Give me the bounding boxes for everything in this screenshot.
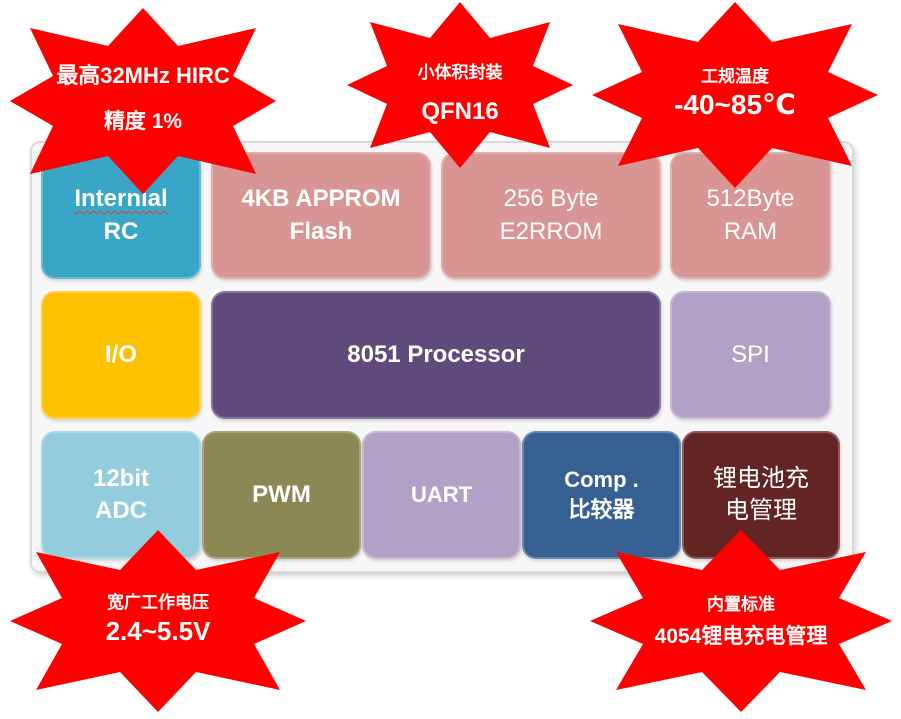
charger-line1: 锂电池充 — [713, 464, 809, 492]
io-label: I/O — [104, 340, 137, 368]
hirc-burst: 最高32MHz HIRC 精度 1% — [8, 6, 278, 196]
starburst-icon — [347, 2, 573, 168]
charge-standard-line2: 4054锂电充电管理 — [654, 625, 828, 648]
battery-charger-block: 锂电池充 电管理 — [682, 431, 840, 559]
approm-line2: Flash — [289, 217, 353, 245]
charger-line2: 电管理 — [725, 497, 797, 524]
comp-line2: 比较器 — [568, 497, 635, 522]
approm-line1: 4KB APPROM — [241, 185, 401, 213]
charge-standard-burst: 内置标准 4054锂电充电管理 — [588, 528, 894, 714]
adc-line2: ADC — [95, 497, 147, 524]
ram-block: 512Byte RAM — [670, 152, 831, 279]
approm-flash-block: 4KB APPROM Flash — [211, 152, 431, 279]
pwm-block: PWM — [202, 431, 361, 559]
package-line2: QFN16 — [421, 98, 499, 125]
temperature-burst: 工规温度 -40~85℃ — [590, 0, 880, 190]
pwm-label: PWM — [252, 480, 311, 508]
io-block: I/O — [41, 291, 201, 419]
ram-line1: 512Byte — [706, 185, 795, 213]
starburst-icon — [10, 530, 306, 712]
voltage-line1: 宽广工作电压 — [107, 593, 209, 612]
charge-standard-line1: 内置标准 — [707, 595, 775, 614]
processor-block: 8051 Processor — [211, 291, 661, 419]
voltage-burst: 宽广工作电压 2.4~5.5V — [8, 528, 308, 714]
e2rom-block: 256 Byte E2RROM — [441, 152, 661, 279]
package-burst: 小体积封装 QFN16 — [345, 0, 575, 170]
package-line1: 小体积封装 — [417, 63, 503, 82]
internal-rc-line2: RC — [103, 217, 139, 245]
ram-line2: RAM — [723, 217, 778, 245]
internal-rc-block: Internial RC — [41, 152, 201, 279]
temperature-line2: -40~85℃ — [674, 89, 796, 120]
processor-label: 8051 Processor — [347, 340, 525, 368]
comparator-block: Comp . 比较器 — [522, 431, 681, 559]
uart-label: UART — [410, 482, 473, 508]
voltage-line2: 2.4~5.5V — [105, 616, 211, 646]
adc-line1: 12bit — [92, 464, 149, 492]
spi-label: SPI — [731, 340, 770, 368]
hirc-line2: 精度 1% — [103, 110, 183, 133]
starburst-icon — [590, 530, 892, 712]
temperature-line1: 工规温度 — [701, 67, 769, 86]
uart-block: UART — [362, 431, 521, 559]
internal-rc-line1: Internial — [74, 185, 168, 213]
starburst-icon — [592, 2, 878, 188]
e2rom-line1: 256 Byte — [503, 185, 599, 213]
comp-line1: Comp . — [564, 467, 639, 493]
e2rom-line2: E2RROM — [499, 217, 603, 245]
adc-block: 12bit ADC — [41, 431, 201, 559]
spi-block: SPI — [670, 291, 831, 419]
hirc-line1: 最高32MHz HIRC — [56, 63, 230, 88]
starburst-icon — [10, 8, 276, 194]
